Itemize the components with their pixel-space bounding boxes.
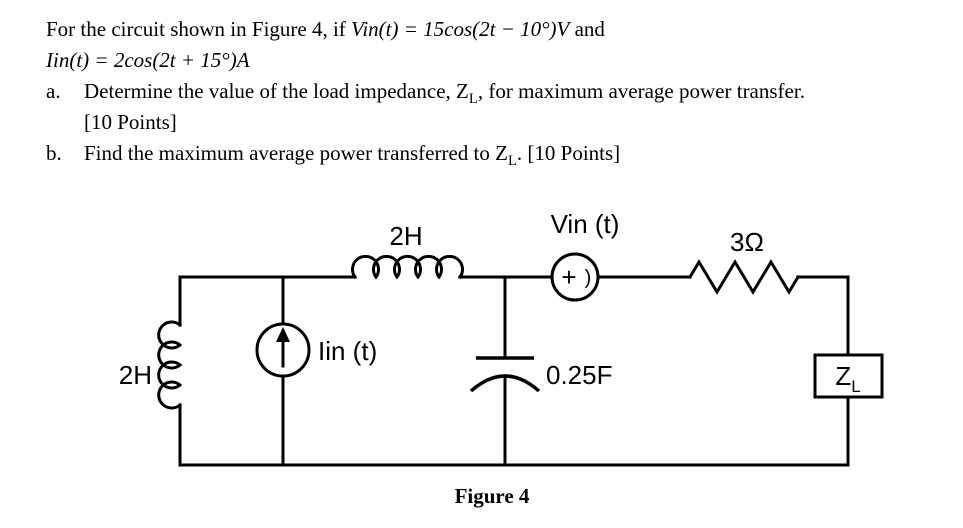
item-b-pre: Find the maximum average power transferr… <box>84 141 508 165</box>
item-a-text: Determine the value of the load impedanc… <box>84 76 805 107</box>
left-inductor-label: 2H <box>119 360 152 390</box>
figure-caption: Figure 4 <box>455 484 530 508</box>
problem-line-1: For the circuit shown in Figure 4, if Vi… <box>46 14 936 45</box>
load-label: ZL <box>835 361 860 396</box>
line1-post: and <box>569 17 605 41</box>
resistor-label: 3Ω <box>730 227 764 257</box>
voltage-source-minus-mark: ) <box>585 267 592 289</box>
line1-pre: For the circuit shown in Figure 4, if <box>46 17 352 41</box>
item-a-post: , for maximum average power transfer. <box>477 79 805 103</box>
current-source-label: Iin (t) <box>318 336 377 366</box>
item-a-pre: Determine the value of the load impedanc… <box>84 79 469 103</box>
voltage-source-label: Vin (t) <box>551 209 620 239</box>
inductor-top-coil <box>351 254 464 280</box>
item-b-text: Find the maximum average power transferr… <box>84 138 620 169</box>
problem-item-b: b. Find the maximum average power transf… <box>46 138 936 169</box>
item-b-body: Find the maximum average power transferr… <box>84 138 620 169</box>
top-inductor-label: 2H <box>389 221 422 251</box>
load-label-main: Z <box>835 361 851 391</box>
problem-statement: For the circuit shown in Figure 4, if Vi… <box>46 14 936 169</box>
circuit-figure: + ) ZL 2H Iin (t) 0.25F 2H Vin (t) 3Ω Fi… <box>119 209 884 508</box>
capacitor-label: 0.25F <box>546 360 613 390</box>
load-label-sub: L <box>851 377 860 396</box>
load-box <box>813 353 884 399</box>
line1-math: Vin(t) = 15cos(2t − 10°)V <box>351 17 570 41</box>
item-b-marker: b. <box>46 141 62 165</box>
item-b-sub: L <box>507 153 517 170</box>
voltage-source-plus-sign: + <box>561 262 576 292</box>
problem-item-a: a. Determine the value of the load imped… <box>46 76 936 138</box>
item-a-marker: a. <box>46 79 61 103</box>
item-a-points: [10 Points] <box>84 110 177 134</box>
problem-line-2: Iin(t) = 2cos(2t + 15°)A <box>46 48 250 72</box>
item-a-sub: L <box>468 91 478 108</box>
item-a-body: Determine the value of the load impedanc… <box>84 76 805 138</box>
inductor-left-coil <box>157 320 183 410</box>
item-b-post: . [10 Points] <box>516 141 621 165</box>
resistor-zigzag <box>687 259 801 295</box>
current-source-arrow-head <box>276 327 290 342</box>
